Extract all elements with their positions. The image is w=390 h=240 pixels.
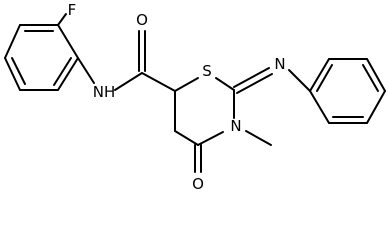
ring-carbonyl-bond <box>194 144 202 173</box>
aryl-nh-bond <box>77 57 95 84</box>
thiazinane-ring <box>174 77 235 146</box>
ring-nitrogen-label: N <box>230 117 241 135</box>
sulfur-label: S <box>202 62 212 80</box>
chemical-structure: F O NH S N N O <box>4 1 386 193</box>
amide-nh-label: NH <box>93 83 116 101</box>
fluorophenyl-ring <box>4 24 79 91</box>
fluorine-bond <box>57 13 67 26</box>
fluorine-label: F <box>68 1 77 19</box>
phenyl-ring <box>309 58 386 124</box>
carbonyl-oxygen-label: O <box>192 175 204 193</box>
n-methyl-bond <box>245 130 272 146</box>
imine-phenyl-bond <box>288 69 311 92</box>
imine-double-bond <box>233 67 273 94</box>
amide-carbonyl-bond <box>138 30 146 72</box>
imine-nitrogen-label: N <box>274 55 285 73</box>
nh-carbonyl-bond <box>114 72 143 91</box>
carbonyl-ring-bond <box>141 72 176 92</box>
amide-oxygen-label: O <box>136 11 148 29</box>
